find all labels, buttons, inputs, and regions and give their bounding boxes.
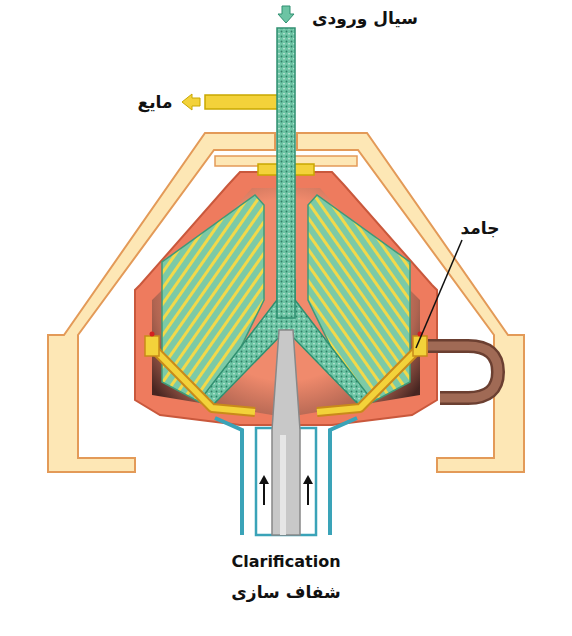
leader-line xyxy=(416,240,462,348)
spindle-housing-right xyxy=(330,418,357,535)
bowl-bottom-left xyxy=(150,345,255,412)
liquid-label: مایع xyxy=(138,92,173,112)
bowl-bottom-left-inner xyxy=(150,345,255,412)
liquid-arrow xyxy=(182,94,200,110)
drive-arrow-head xyxy=(259,475,269,484)
liquid-outlet-pipe xyxy=(205,95,279,109)
bowl-bottom-right xyxy=(317,345,422,412)
bowl-bottom-right-inner xyxy=(317,345,422,412)
drive-arrow xyxy=(307,482,309,505)
spindle-highlight xyxy=(280,435,286,535)
solids-discharge xyxy=(428,346,498,398)
drive-arrow-head xyxy=(303,475,313,484)
spindle xyxy=(272,330,300,535)
caption-translation: شفاف سازی xyxy=(231,582,340,602)
spindle-housing-left xyxy=(215,418,242,535)
solids-label: جامد xyxy=(461,218,500,238)
inlet-arrow xyxy=(278,6,294,23)
spindle-bearing xyxy=(256,428,316,535)
drive-arrow xyxy=(263,482,265,505)
solids-discharge-inner xyxy=(428,346,498,398)
feed-tube xyxy=(277,28,295,318)
caption-text: Clarification xyxy=(231,552,340,571)
port-dot xyxy=(150,332,155,337)
solids-port-left xyxy=(145,336,159,356)
inlet-label: سیال ورودی xyxy=(312,8,418,28)
